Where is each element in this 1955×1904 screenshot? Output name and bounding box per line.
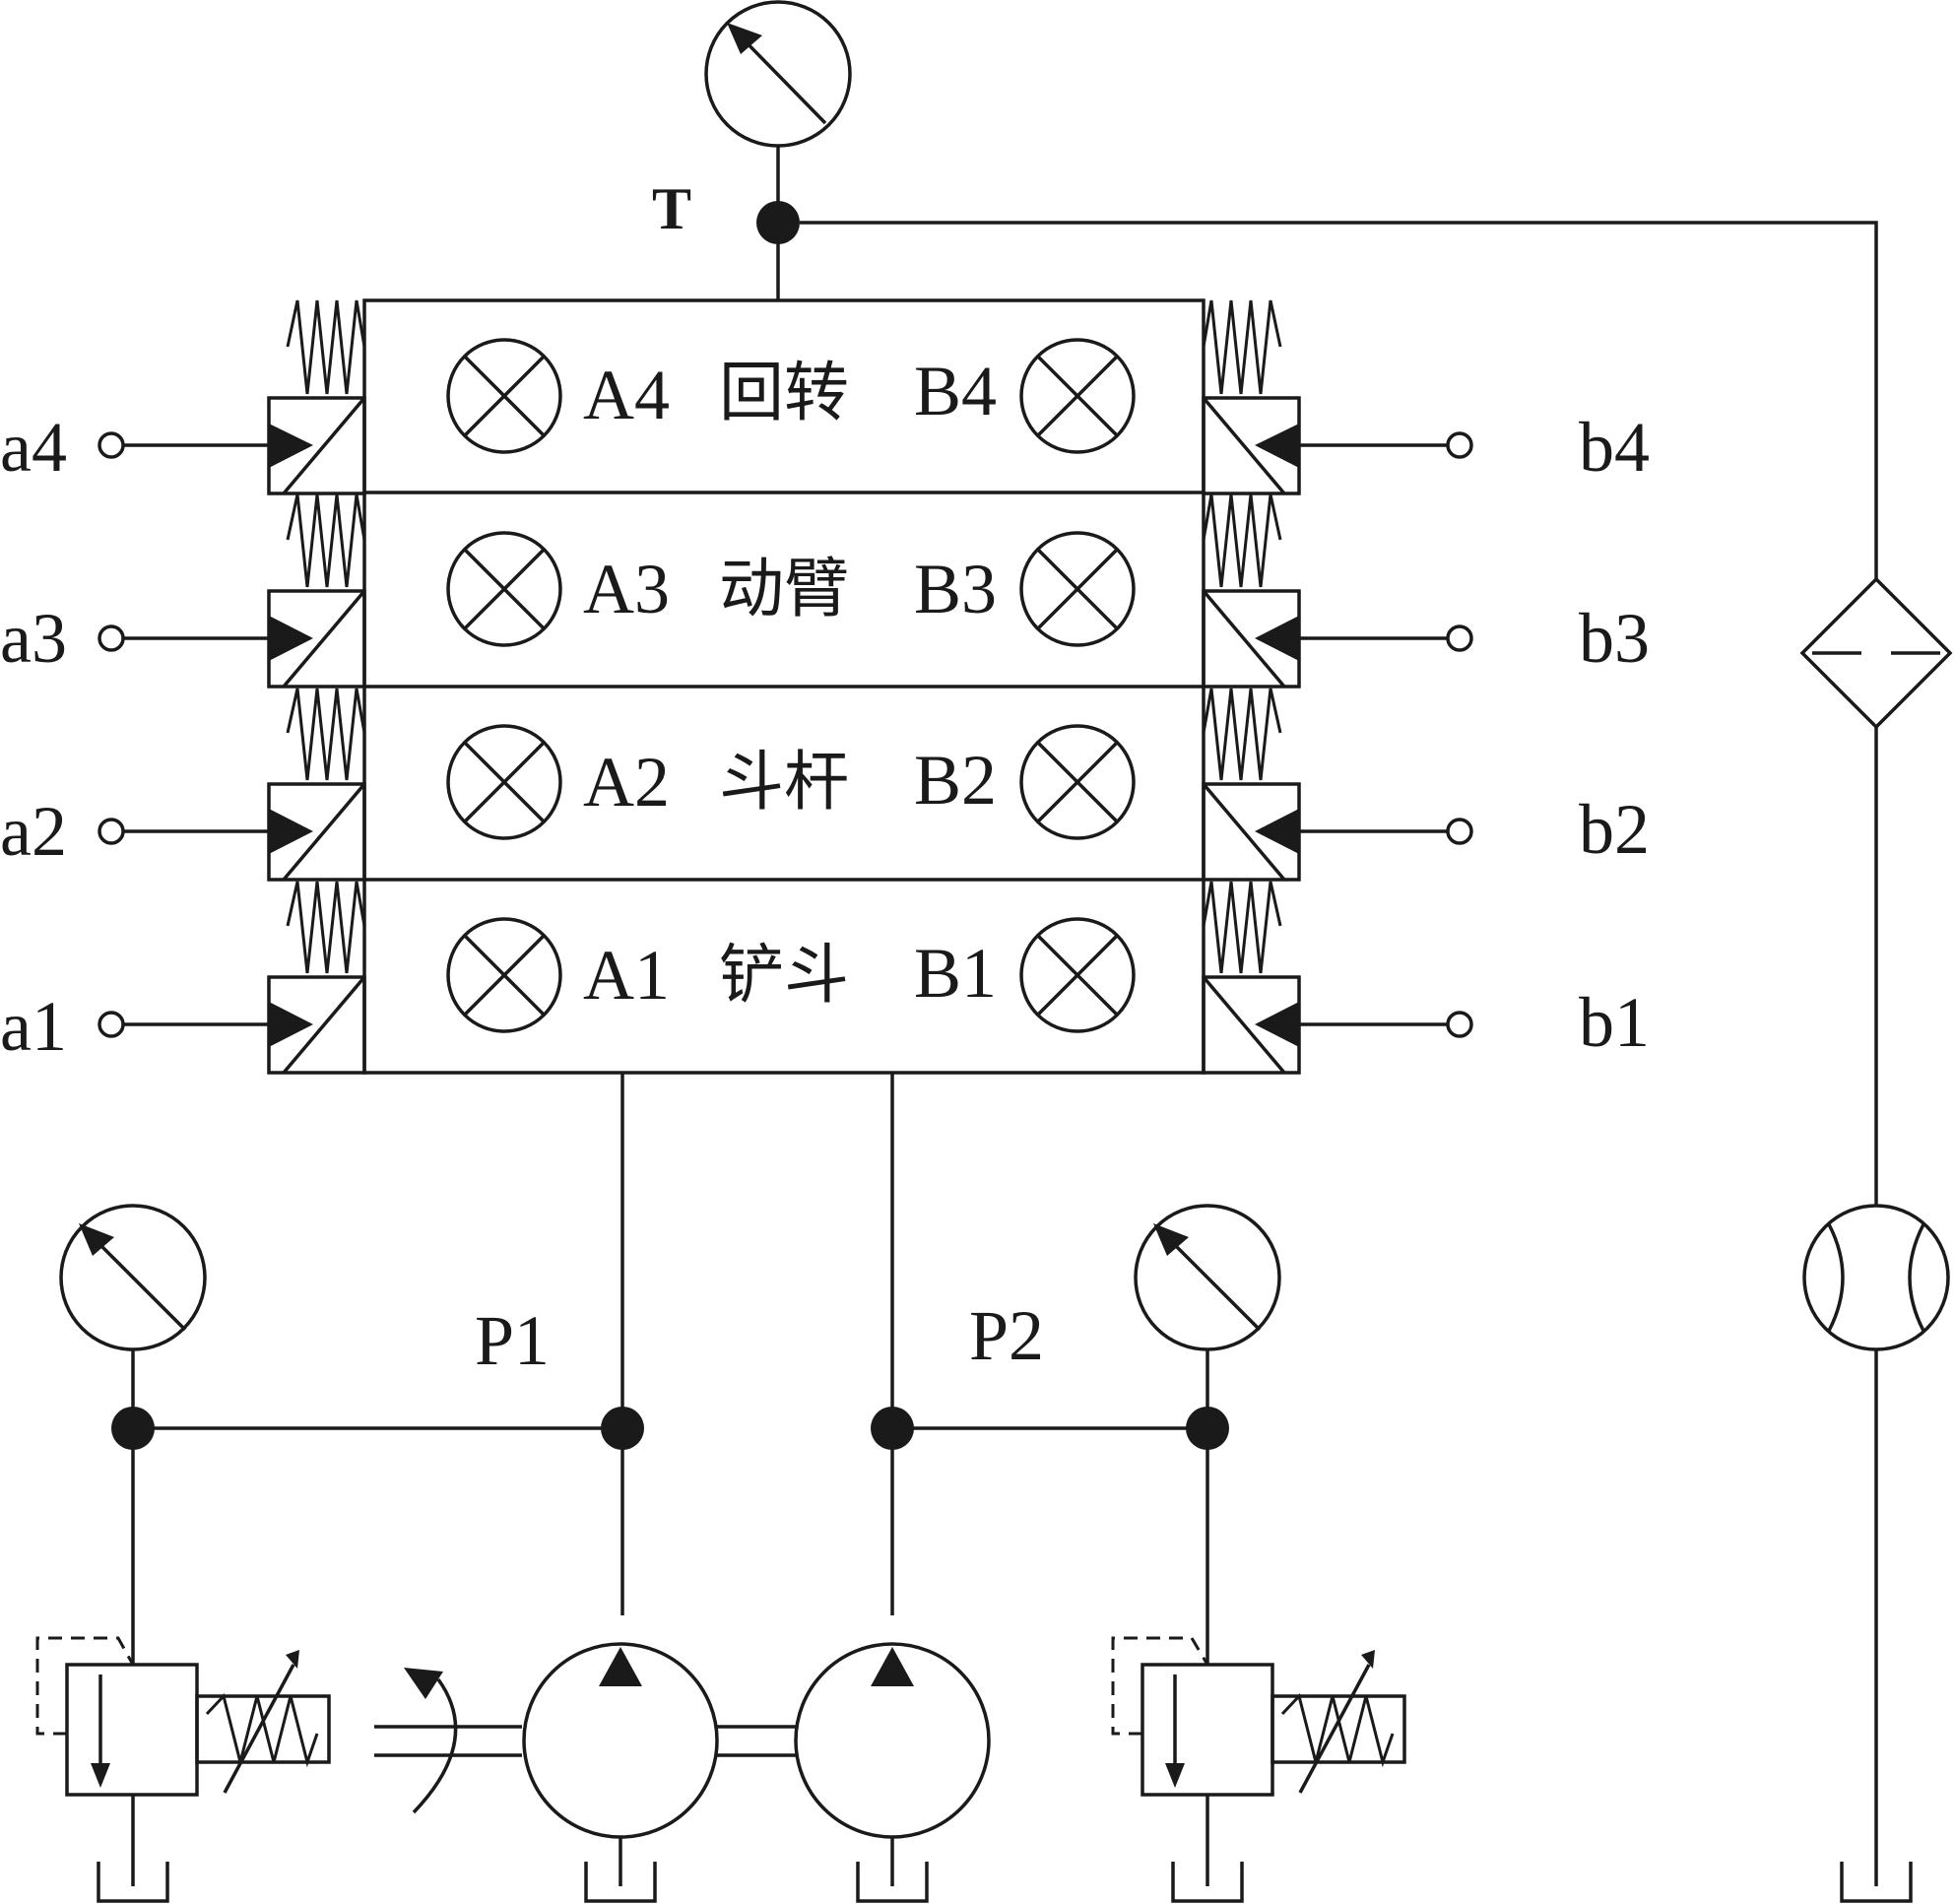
function-label-1: 铲斗 — [719, 937, 849, 1013]
pump-1 — [522, 1642, 719, 1903]
pilot-label-a4: a4 — [0, 408, 67, 487]
pilot-port-b3 — [1446, 624, 1473, 652]
junction-t — [756, 201, 800, 244]
spring-left-3 — [286, 493, 366, 588]
port-symbol-b4 — [1019, 338, 1136, 454]
pilot-arrow-left-1 — [269, 1002, 313, 1047]
return-line — [800, 221, 1878, 1886]
pilot-label-a2: a2 — [0, 792, 67, 871]
pump-2 — [794, 1642, 991, 1903]
pilot-arrow-left-2 — [269, 809, 313, 854]
pilot-label-b4: b4 — [1579, 408, 1650, 487]
port-symbol-b2 — [1019, 724, 1136, 840]
drive-shaft — [374, 1668, 798, 1814]
spring-right-1 — [1202, 881, 1282, 974]
pilot-label-a3: a3 — [0, 599, 67, 678]
junction-p2-gauge — [1186, 1407, 1229, 1450]
spring-right-2 — [1202, 688, 1282, 781]
junction-p1 — [601, 1407, 644, 1450]
port-symbol-a2 — [446, 724, 562, 840]
port-label-a3: A3 — [583, 550, 670, 628]
function-label-4: 回转 — [719, 355, 849, 430]
pressure-gauge-p1 — [59, 1204, 207, 1351]
spring-left-4 — [286, 299, 366, 395]
pilot-port-b1 — [1446, 1011, 1473, 1038]
port-label-a2: A2 — [583, 743, 670, 821]
port-label-b1: B1 — [914, 934, 997, 1013]
pilot-arrow-right-3 — [1255, 616, 1299, 661]
tank-pressure-gauge — [704, 0, 852, 148]
pilot-port-a1 — [98, 1011, 125, 1038]
pilot-label-b2: b2 — [1579, 790, 1650, 869]
port-symbol-a1 — [446, 917, 562, 1033]
oil-cooler-symbol — [1802, 1204, 1950, 1351]
port-label-b3: B3 — [914, 550, 997, 628]
function-label-2: 斗杆 — [719, 744, 849, 820]
port-symbol-b3 — [1019, 531, 1136, 647]
function-label-3: 动臂 — [719, 551, 849, 626]
port-symbol-a3 — [446, 531, 562, 647]
spring-right-3 — [1202, 493, 1282, 588]
pilot-port-a2 — [98, 818, 125, 845]
pilot-port-a3 — [98, 624, 125, 652]
spring-left-1 — [286, 881, 366, 974]
pilot-arrow-right-1 — [1255, 1002, 1299, 1047]
pilot-arrow-right-2 — [1255, 809, 1299, 854]
port-label-a1: A1 — [583, 936, 670, 1015]
junction-p1-gauge — [111, 1407, 155, 1450]
port-symbol-b1 — [1019, 917, 1136, 1033]
pilot-arrow-left-3 — [269, 616, 313, 661]
spring-left-2 — [286, 688, 366, 781]
pilot-arrow-left-4 — [269, 424, 313, 468]
port-label-b2: B2 — [914, 741, 997, 820]
port-label-p1: P1 — [475, 1301, 550, 1380]
port-label-p2: P2 — [969, 1296, 1044, 1375]
relief-valve-p2 — [1111, 1636, 1406, 1903]
pressure-gauge-p2 — [1134, 1204, 1281, 1351]
pilot-port-b4 — [1446, 431, 1473, 459]
filter-symbol — [1799, 576, 1953, 730]
port-symbol-a4 — [446, 338, 562, 454]
pilot-label-b3: b3 — [1579, 599, 1650, 678]
tank-symbol-return — [1840, 1862, 1913, 1903]
pilot-port-a4 — [98, 431, 125, 459]
valve-section-2: a2 b2 A2 斗杆 B2 — [0, 688, 1650, 882]
junction-p2 — [871, 1407, 914, 1450]
valve-section-1: a1 b1 A1 铲斗 B1 — [0, 881, 1650, 1075]
relief-valve-p1 — [35, 1636, 331, 1903]
port-label-a4: A4 — [583, 356, 670, 434]
pilot-label-a1: a1 — [0, 987, 67, 1066]
pilot-port-b2 — [1446, 818, 1473, 845]
spring-right-4 — [1202, 299, 1282, 395]
pilot-arrow-right-4 — [1255, 424, 1299, 468]
valve-section-3: a3 b3 A3 动臂 B3 — [0, 493, 1650, 689]
port-label-t: T — [652, 176, 691, 241]
pilot-label-b1: b1 — [1579, 983, 1650, 1062]
valve-section-4: a4 b4 A4 回转 B4 — [0, 299, 1650, 495]
port-label-b4: B4 — [914, 352, 997, 430]
